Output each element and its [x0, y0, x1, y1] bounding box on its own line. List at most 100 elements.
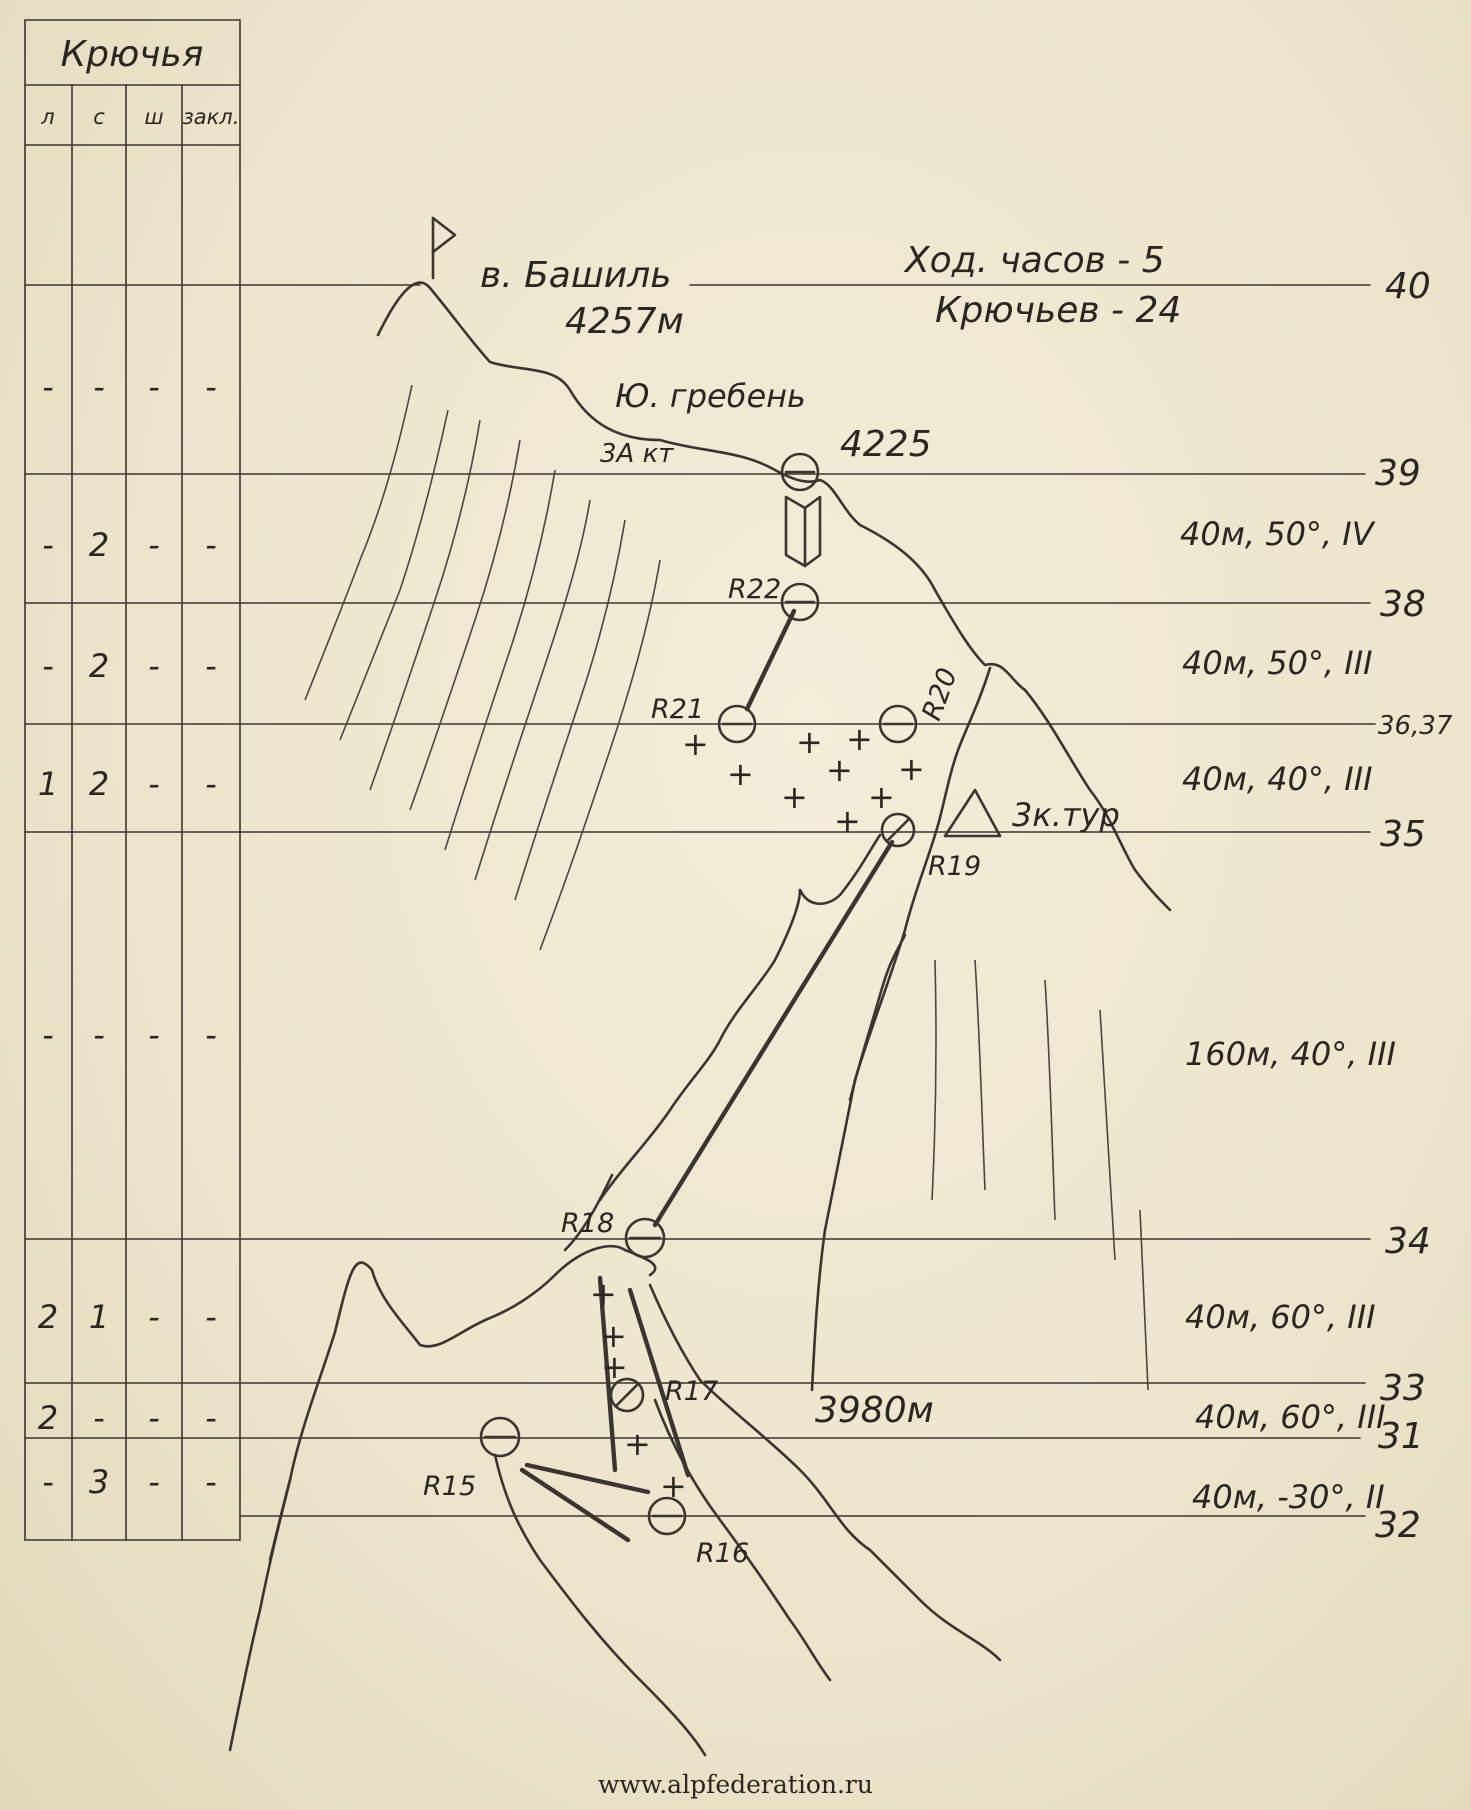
cross-mark: + [796, 723, 823, 761]
summit-flag-icon [431, 216, 457, 280]
segment-label: 40м, 40°, III [1182, 760, 1373, 798]
table-cell: - [93, 368, 105, 406]
table-cell: - [205, 765, 217, 803]
table-cell: - [42, 368, 54, 406]
header-l: л [40, 105, 54, 129]
table-cell: 2 [89, 526, 109, 564]
cross-mark: + [834, 802, 861, 840]
section-number-31: 31 [1378, 1416, 1424, 1457]
marker-label-r15: R15 [423, 1471, 476, 1502]
segment-label: 40м, 50°, IV [1180, 515, 1376, 553]
table-cell: - [205, 1016, 217, 1054]
piton-table: Крючья л с ш закл. [24, 19, 241, 1541]
summit-name: в. Башиль [480, 255, 671, 296]
table-cell: - [205, 1298, 217, 1336]
cairn-triangle-icon [943, 788, 1002, 838]
table-cell: 1 [38, 765, 58, 803]
point-4225-label: 4225 [840, 424, 932, 465]
table-cell: - [148, 368, 160, 406]
cross-mark: + [868, 778, 895, 816]
table-cell: - [205, 526, 217, 564]
table-rows: - - - - - 2 - - - 2 - - 1 2 - - - - - - … [38, 368, 217, 1501]
marker-r22 [780, 582, 820, 622]
table-cell: 2 [38, 1399, 58, 1437]
point-4225-marker [780, 452, 820, 492]
belay-markers [479, 452, 918, 1536]
ridge-name: Ю. гребень [615, 377, 806, 415]
marker-label-r18: R18 [561, 1208, 614, 1239]
table-cell: - [42, 1016, 54, 1054]
ridge-grade: 3А кт [600, 439, 674, 469]
marker-r19 [880, 812, 916, 848]
table-cell: - [42, 1463, 54, 1501]
slope-hatching [304, 384, 1149, 1391]
footer-url: www.alpfederation.ru [598, 1770, 873, 1799]
table-cell: - [148, 1016, 160, 1054]
table-cell: - [205, 1463, 217, 1501]
section-number-33: 33 [1380, 1368, 1426, 1409]
chimney-symbol [784, 495, 822, 568]
route-line [519, 608, 895, 1543]
summit-height: 4257м [565, 301, 684, 342]
segment-label: 40м, 50°, III [1182, 644, 1373, 682]
cross-mark: + [781, 778, 808, 816]
marker-r17 [609, 1377, 645, 1413]
section-number-36-37: 36,37 [1378, 711, 1453, 741]
marker-r16 [647, 1496, 687, 1536]
summary-hours: Ход. часов - 5 [903, 240, 1165, 281]
table-cell: - [93, 1399, 105, 1437]
marker-label-r17: R17 [665, 1376, 718, 1407]
section-lines [24, 284, 1376, 1517]
section-number-38: 38 [1380, 584, 1426, 625]
table-cell: 2 [38, 1298, 58, 1336]
summary-pitons: Крючьев - 24 [935, 290, 1181, 331]
segment-label: 40м, 60°, III [1195, 1398, 1386, 1436]
table-cell: 1 [89, 1298, 109, 1336]
cross-mark: + [682, 725, 709, 763]
header-zakl: закл. [183, 105, 240, 129]
table-cell: 3 [89, 1463, 109, 1501]
marker-label-r22: R22 [728, 574, 781, 605]
marker-label-r20: R20 [916, 664, 963, 725]
header-sh: ш [144, 105, 163, 129]
cross-mark: + [600, 1317, 627, 1355]
section-numbers: 40 39 38 36,37 35 34 33 31 32 [1375, 266, 1453, 1546]
table-cell: - [205, 647, 217, 685]
marker-r15 [479, 1416, 521, 1458]
table-cell: - [148, 1399, 160, 1437]
cross-mark: + [846, 720, 873, 758]
table-cell: 2 [89, 765, 109, 803]
rock-crosses: + + + + + + + + + + + + + + [590, 720, 925, 1505]
segment-label: 160м, 40°, III [1185, 1035, 1396, 1073]
table-cell: - [148, 526, 160, 564]
table-cell: - [93, 1016, 105, 1054]
cairn-label: 3к.тур [1012, 796, 1120, 834]
table-title: Крючья [61, 34, 204, 75]
section-number-40: 40 [1385, 266, 1431, 307]
section-number-35: 35 [1380, 814, 1426, 855]
segment-label: 40м, 60°, III [1185, 1298, 1376, 1336]
mountain-outline [228, 281, 1172, 1757]
cross-mark: + [624, 1425, 651, 1463]
altitude-3980-label: 3980м [815, 1390, 934, 1431]
header-s: с [93, 105, 105, 129]
section-number-39: 39 [1375, 453, 1421, 494]
table-cell: - [42, 526, 54, 564]
cross-mark: + [826, 751, 853, 789]
table-cell: 2 [89, 647, 109, 685]
segment-labels: 40м, 50°, IV 40м, 50°, III 40м, 40°, III… [1180, 515, 1396, 1516]
table-cell: - [148, 1298, 160, 1336]
table-cell: - [42, 647, 54, 685]
marker-r18 [624, 1217, 666, 1259]
table-cell: - [205, 1399, 217, 1437]
marker-r20 [878, 704, 918, 744]
table-cell: - [148, 1463, 160, 1501]
marker-label-r21: R21 [651, 694, 704, 725]
marker-label-r16: R16 [696, 1538, 749, 1569]
table-cell: - [148, 647, 160, 685]
table-cell: - [205, 368, 217, 406]
cross-mark: + [898, 750, 925, 788]
section-number-34: 34 [1385, 1221, 1431, 1262]
